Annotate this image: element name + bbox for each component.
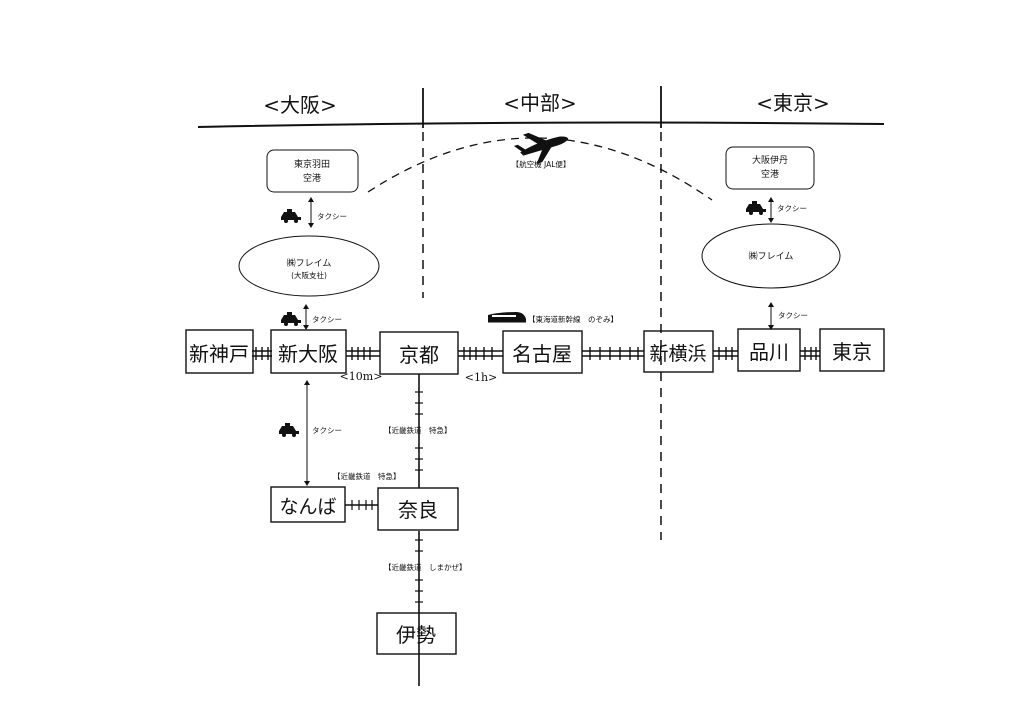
- flight-label: 【航空機 JAL便】: [512, 159, 571, 169]
- station-tokyo: 東京: [819, 328, 885, 372]
- rail-label-kyoto-nara: 【近畿鉄道 特急】: [384, 425, 452, 435]
- airport-itami-box: [725, 146, 815, 190]
- kintetsu-namba-nara-track: [345, 500, 378, 510]
- station-shinagawa: 品川: [737, 328, 801, 372]
- station-nagoya-label: 名古屋: [512, 342, 572, 366]
- station-nara: 奈良: [377, 487, 459, 531]
- office-osaka-line1: ㈱フレイム: [287, 257, 332, 269]
- station-shinkobe: 新神戸: [185, 329, 254, 374]
- taxi-link-shinosaka-namba: [304, 380, 310, 486]
- shinkansen-track: [252, 347, 820, 360]
- office-osaka: [238, 235, 380, 297]
- kintetsu-vertical-track: [415, 374, 423, 686]
- rail-label-shimakaze: 【近畿鉄道 しまかぜ】: [384, 562, 467, 572]
- station-kyoto: 京都: [379, 331, 459, 375]
- station-nagoya: 名古屋: [502, 330, 583, 374]
- station-namba: なんば: [270, 486, 346, 523]
- taxi-label-4: タクシー: [778, 311, 808, 320]
- station-ise: 伊勢: [376, 612, 457, 655]
- taxi-link-office-shinagawa: [768, 302, 774, 330]
- airport-itami-line1: 大阪伊丹: [752, 154, 788, 166]
- taxi-label-3: タクシー: [312, 315, 342, 324]
- taxi-link-itami-office: [768, 197, 774, 223]
- taxi-icon: [279, 423, 299, 437]
- taxi-icon: [281, 312, 301, 326]
- taxi-label-1: タクシー: [317, 212, 347, 221]
- region-header-line: [197, 121, 885, 128]
- taxi-link-office-shinosaka: [303, 304, 309, 330]
- region-tokyo: <東京>: [756, 91, 830, 115]
- station-tokyo-label: 東京: [832, 340, 872, 364]
- airport-haneda-line1: 東京羽田: [294, 158, 330, 170]
- taxi-label-5: タクシー: [312, 426, 342, 435]
- station-shinyokohama: 新横浜: [643, 330, 714, 373]
- station-nara-label: 奈良: [398, 498, 438, 522]
- time-kyoto-nagoya: <1h>: [465, 371, 498, 384]
- station-shinosaka-label: 新大阪: [278, 342, 338, 366]
- shinkansen-icon: [488, 312, 526, 323]
- taxi-link-haneda-office: [308, 197, 314, 228]
- taxi-label-2: タクシー: [777, 204, 807, 213]
- office-tokyo-line1: ㈱フレイム: [749, 250, 794, 262]
- station-kyoto-label: 京都: [399, 343, 439, 367]
- taxi-icon: [281, 209, 301, 223]
- region-osaka: <大阪>: [263, 93, 337, 117]
- taxi-icon: [746, 201, 766, 215]
- rail-label-namba-nara: 【近畿鉄道 特急】: [333, 471, 401, 481]
- station-shinyokohama-label: 新横浜: [649, 343, 706, 365]
- airport-itami-line2: 空港: [761, 168, 779, 180]
- station-shinkobe-label: 新神戸: [189, 342, 249, 366]
- station-shinosaka: 新大阪: [270, 329, 347, 374]
- station-namba-label: なんば: [279, 496, 336, 518]
- airport-haneda-line2: 空港: [303, 172, 321, 184]
- airport-haneda-box: [266, 149, 359, 193]
- region-chubu: <中部>: [503, 91, 577, 115]
- office-osaka-line2: (大阪支社): [291, 270, 327, 280]
- station-ise-label: 伊勢: [396, 623, 436, 647]
- airplane-icon: [513, 132, 569, 164]
- time-osaka-kyoto: <10m>: [340, 370, 383, 383]
- shinkansen-label: 【東海道新幹線 のぞみ】: [528, 314, 618, 324]
- station-shinagawa-label: 品川: [749, 340, 789, 364]
- office-tokyo: [701, 223, 841, 289]
